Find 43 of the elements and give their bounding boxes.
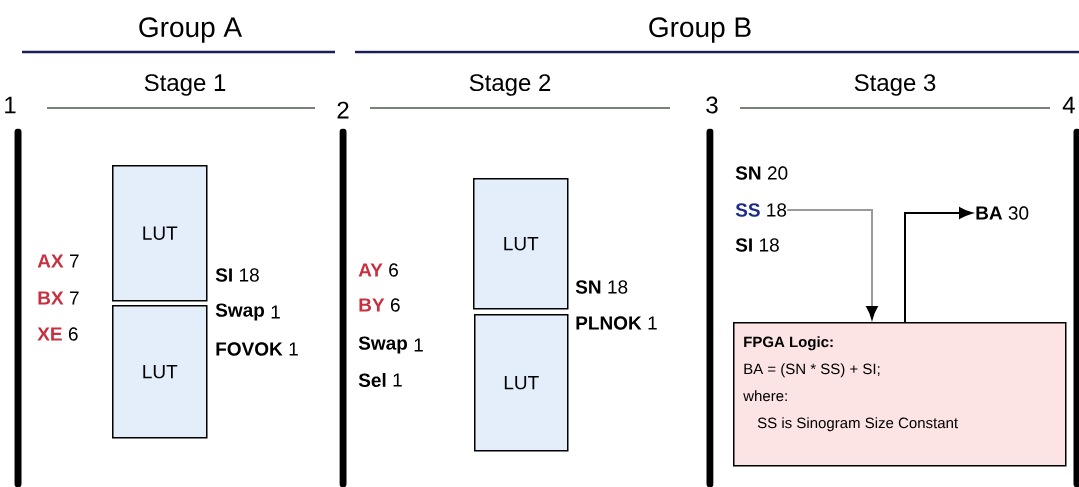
signal-label: BA 30	[976, 206, 1029, 220]
signal-name: SI	[215, 268, 232, 282]
signal-value: 1	[271, 305, 280, 319]
signal-value: 20	[767, 166, 788, 180]
signal-value: 6	[389, 263, 398, 277]
boundary-number: 1	[5, 96, 16, 114]
signal-value: 18	[608, 280, 628, 294]
signal-name: Swap	[215, 303, 265, 321]
boundary-number: 4	[1062, 96, 1075, 114]
lut-box: LUT	[112, 165, 208, 302]
signal-value: 6	[390, 298, 400, 312]
signal-value: 6	[68, 327, 78, 341]
signal-name: Swap	[358, 336, 408, 354]
signal-value: 1	[393, 373, 402, 387]
signal-name: Sel	[358, 373, 386, 387]
signal-value: 7	[70, 254, 79, 268]
signal-name: SN	[575, 280, 601, 294]
lut-box: LUT	[473, 178, 569, 310]
signal-name: SI	[735, 238, 752, 252]
signal-name: SN	[735, 166, 761, 180]
signal-value: 18	[240, 268, 259, 282]
signal-value: 1	[289, 342, 298, 356]
logic-box: FPGA Logic: BA = (SN * SS) + SI; where: SS is Sinogram Size Constant	[733, 322, 1067, 467]
signal-name: AX	[37, 254, 64, 268]
signal-name: AY	[358, 263, 383, 277]
signal-name: XE	[37, 327, 62, 341]
boundary-number: 3	[706, 96, 718, 114]
signal-value: 1	[648, 316, 657, 330]
signal-name: BY	[359, 298, 385, 312]
signal-label: SS 18	[735, 203, 787, 217]
boundary-number: 2	[337, 101, 349, 119]
signal-name: PLNOK	[576, 316, 642, 330]
lut-box: LUT	[112, 305, 208, 439]
arrow	[904, 207, 973, 323]
group-heading: Group B	[649, 17, 751, 43]
signal-value: 1	[414, 338, 423, 352]
signal-name: BX	[38, 291, 64, 305]
signal-value: 18	[760, 238, 779, 252]
stage-heading: Stage 3	[854, 74, 936, 96]
group-heading: Group A	[139, 17, 243, 43]
signal-value: 7	[70, 291, 79, 305]
lut-box: LUT	[474, 314, 569, 452]
arrow	[786, 209, 878, 320]
